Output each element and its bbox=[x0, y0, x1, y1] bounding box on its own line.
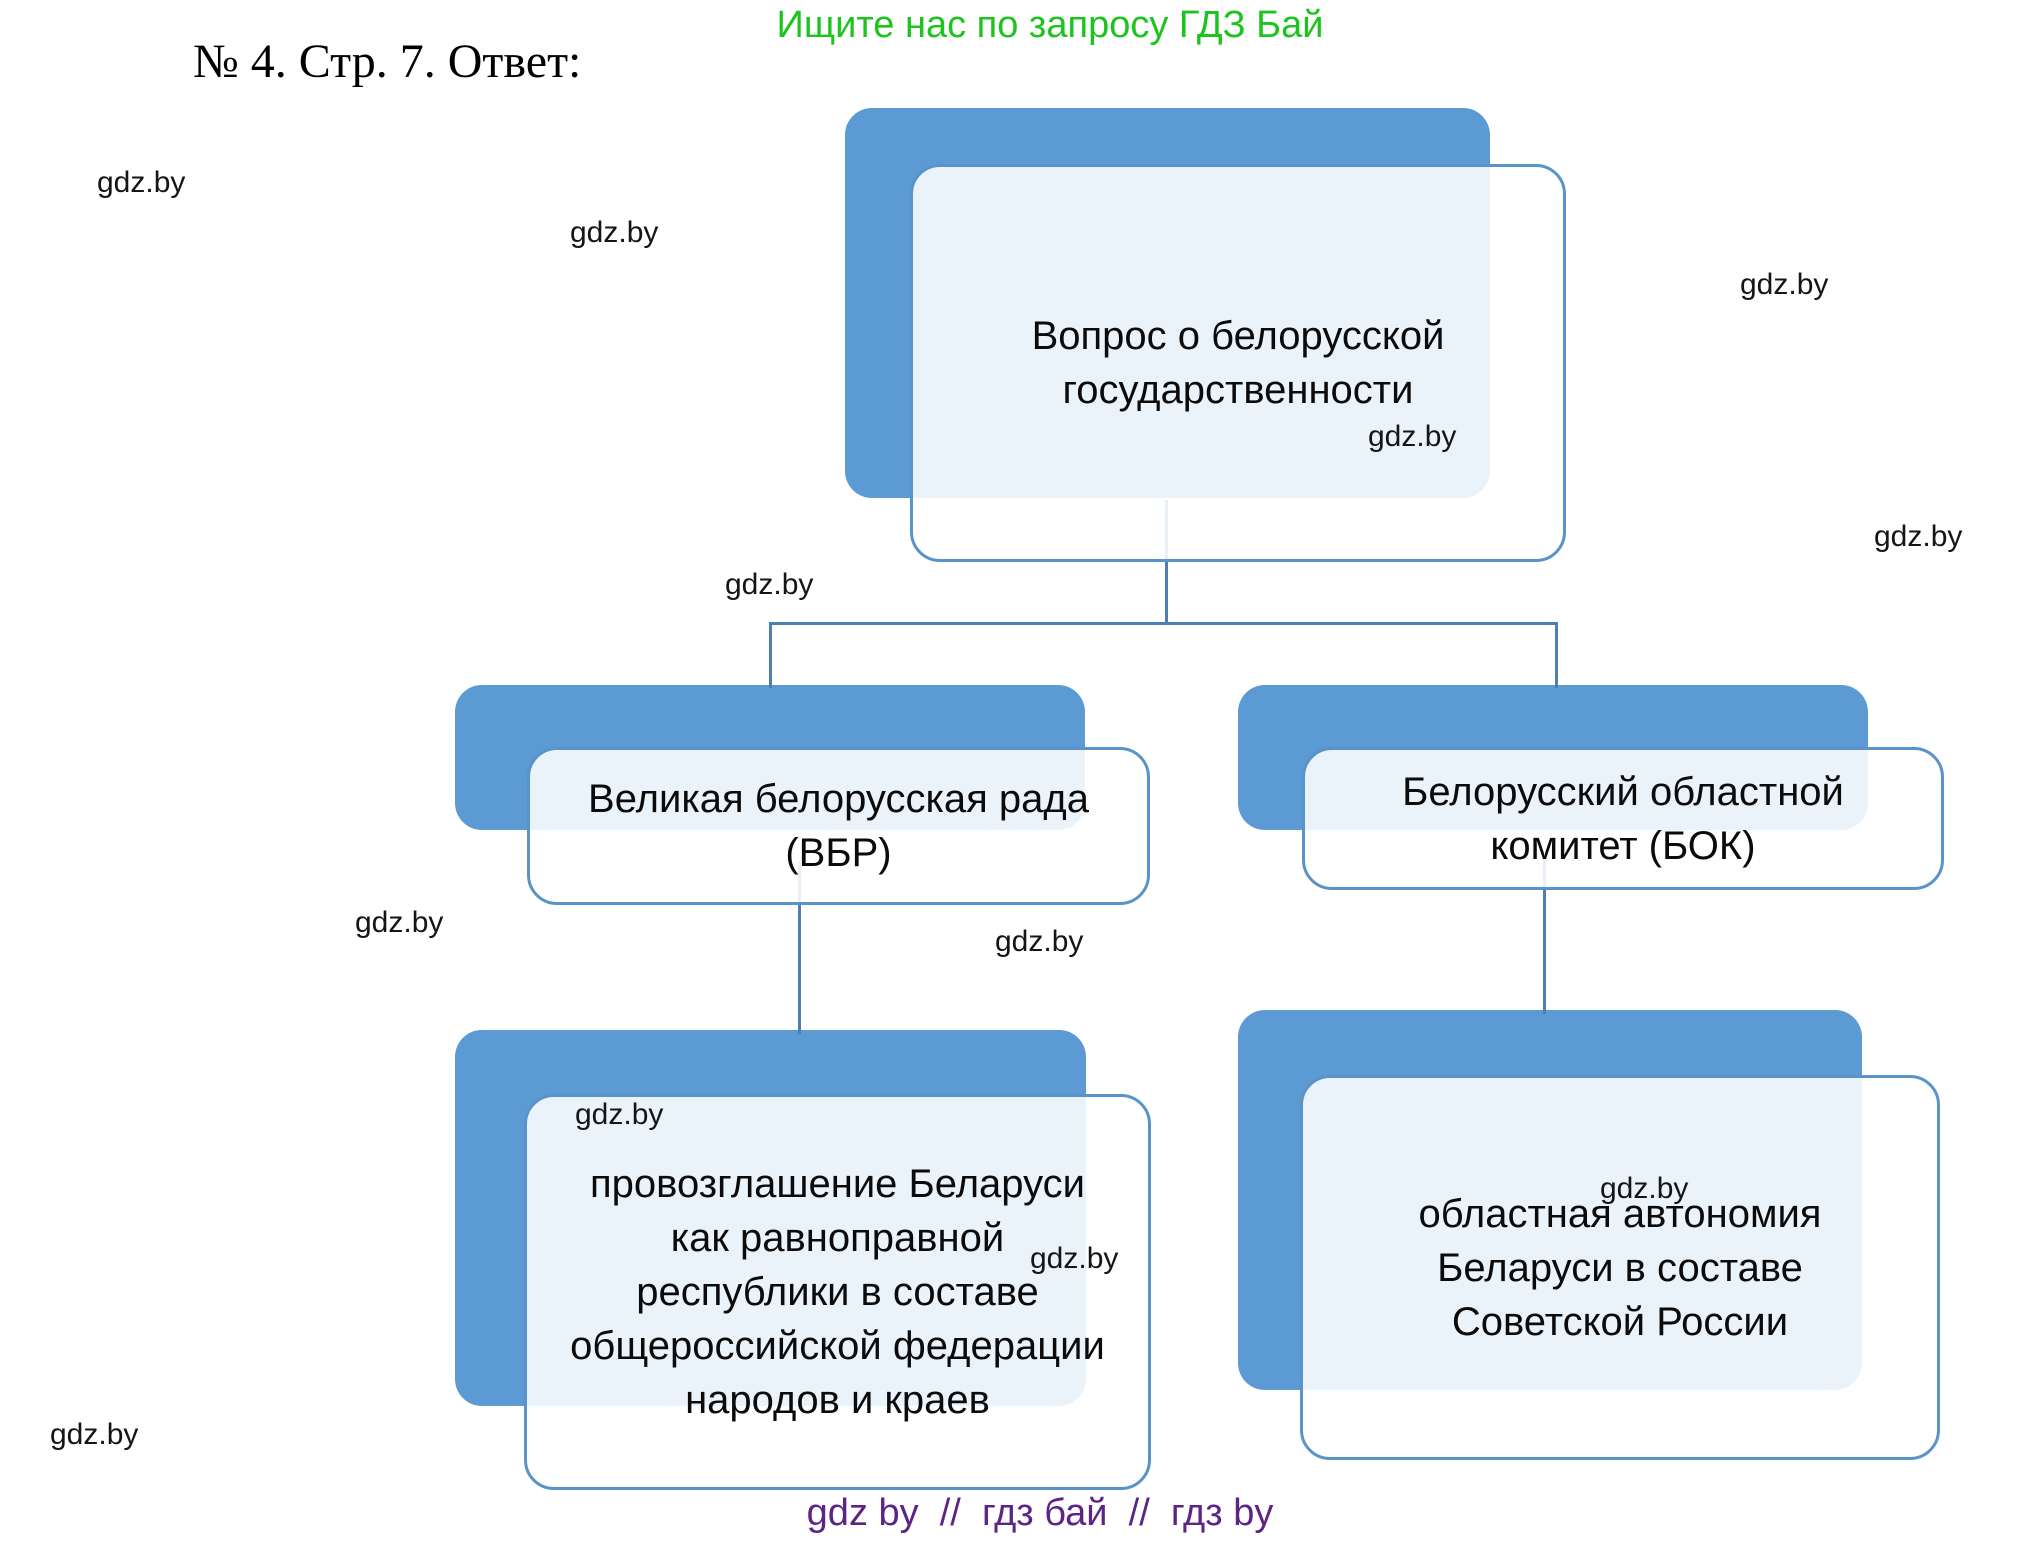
diagram-node-vbr-outcome: провозглашение Беларуси как равноправной… bbox=[455, 1030, 1151, 1490]
connector-bok-outcome bbox=[1543, 858, 1546, 1014]
diagram-node-root: Вопрос о белорусской государственности bbox=[845, 108, 1566, 562]
connector-left-drop bbox=[769, 622, 772, 688]
promo-banner: Ищите нас по запросу ГДЗ Бай bbox=[776, 4, 1324, 46]
watermark: gdz.by bbox=[995, 925, 1084, 958]
watermark: gdz.by bbox=[97, 166, 186, 199]
watermark: gdz.by bbox=[725, 568, 814, 601]
connector-branch-bar bbox=[769, 622, 1558, 625]
page-title: № 4. Стр. 7. Ответ: bbox=[193, 35, 582, 88]
watermark: gdz.by bbox=[1368, 420, 1457, 453]
watermark: gdz.by bbox=[1600, 1172, 1689, 1205]
node-front-card: Белорусский областной комитет (БОК) bbox=[1302, 747, 1944, 890]
watermark: gdz.by bbox=[50, 1418, 139, 1451]
connector-vbr-outcome bbox=[798, 862, 801, 1034]
node-label: Великая белорусская рада (ВБР) bbox=[588, 777, 1089, 875]
node-label: Вопрос о белорусской государственности bbox=[1031, 314, 1445, 412]
diagram-node-bok: Белорусский областной комитет (БОК) bbox=[1238, 685, 1944, 905]
footer-watermark-line: gdz by // гдз бай // гдз by bbox=[806, 1492, 1274, 1534]
node-label: Белорусский областной комитет (БОК) bbox=[1402, 769, 1844, 868]
node-front-card: провозглашение Беларуси как равноправной… bbox=[524, 1094, 1151, 1490]
watermark: gdz.by bbox=[575, 1098, 664, 1131]
watermark: gdz.by bbox=[1740, 268, 1829, 301]
watermark: gdz.by bbox=[355, 906, 444, 939]
node-label: провозглашение Беларуси как равноправной… bbox=[570, 1162, 1105, 1422]
connector-right-drop bbox=[1555, 622, 1558, 688]
node-label: областная автономия Беларуси в составе С… bbox=[1418, 1191, 1822, 1344]
watermark: gdz.by bbox=[570, 216, 659, 249]
diagram-node-bok-outcome: областная автономия Беларуси в составе С… bbox=[1238, 1010, 1940, 1460]
connector-root-stem bbox=[1165, 500, 1168, 625]
node-front-card: Вопрос о белорусской государственности bbox=[910, 164, 1566, 562]
node-front-card: областная автономия Беларуси в составе С… bbox=[1300, 1075, 1940, 1460]
diagram-node-vbr: Великая белорусская рада (ВБР) bbox=[455, 685, 1150, 905]
watermark: gdz.by bbox=[1030, 1242, 1119, 1275]
node-front-card: Великая белорусская рада (ВБР) bbox=[527, 747, 1150, 905]
watermark: gdz.by bbox=[1874, 520, 1963, 553]
